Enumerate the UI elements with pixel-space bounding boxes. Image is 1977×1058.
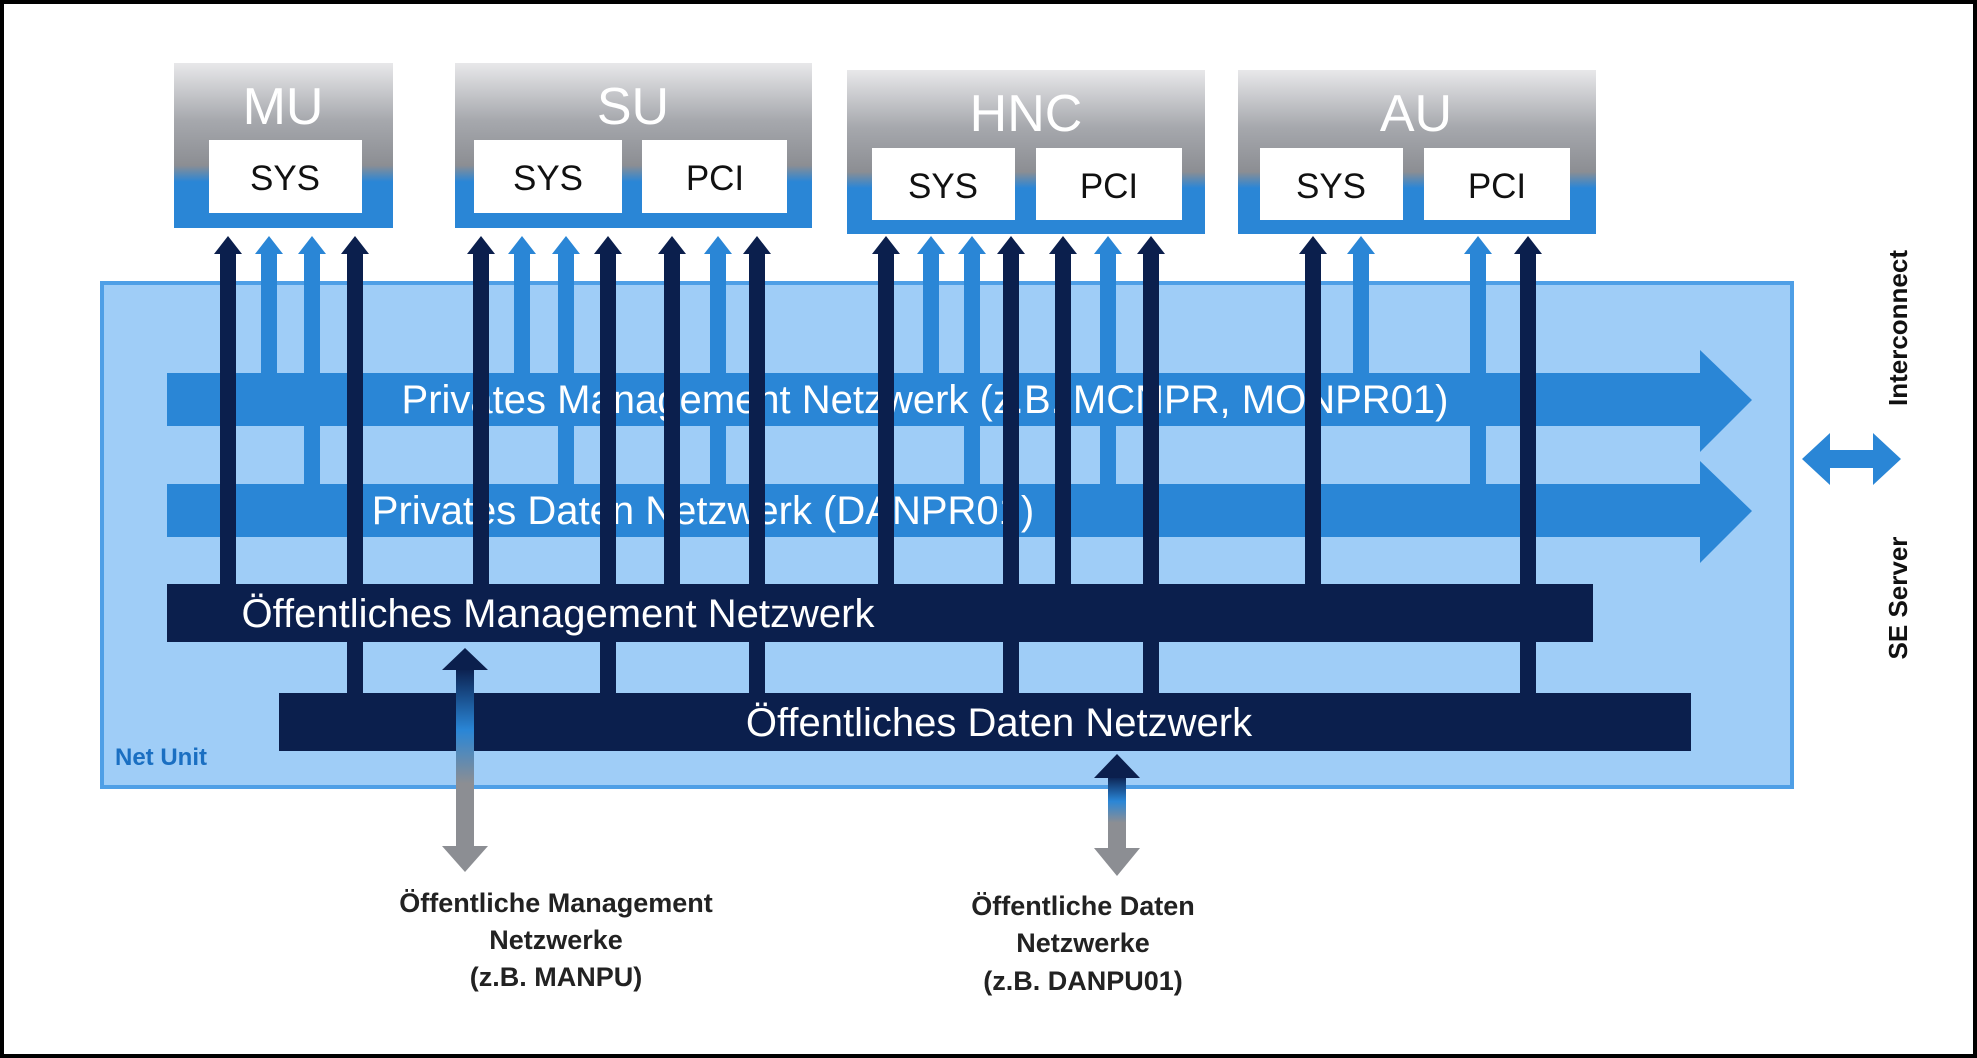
au-sys-box (1260, 148, 1403, 220)
public-management-band: Öffentliches Management Netzwerk (167, 584, 1593, 642)
unit-hnc-title: HNC (970, 85, 1083, 143)
unit-group: MU SU HNC AU SYS SYS PCI SYS PCI SYS PCI (174, 63, 1596, 234)
public-management-label: Öffentliches Management Netzwerk (242, 592, 876, 636)
au-pci-box (1424, 148, 1570, 220)
public-data-band: Öffentliches Daten Netzwerk (279, 693, 1691, 751)
private-management-label: Privates Management Netzwerk (z.B. MCNPR… (402, 378, 1449, 422)
hnc-pci-label: PCI (1080, 167, 1138, 206)
ext-management-line2: Netzwerke (489, 925, 623, 955)
ext-management-line3: (z.B. MANPU) (470, 962, 642, 992)
su-sys-box (474, 140, 622, 213)
unit-au-title: AU (1380, 85, 1452, 143)
hnc-sys-label: SYS (908, 167, 978, 206)
mu-sys-label: SYS (250, 159, 320, 198)
net-unit-label: Net Unit (115, 744, 207, 771)
ext-data-line3: (z.B. DANPU01) (983, 966, 1183, 996)
public-data-label: Öffentliches Daten Netzwerk (746, 701, 1253, 745)
external-data-arrow (1094, 754, 1140, 876)
ext-management-line1: Öffentliche Management (399, 888, 713, 918)
hnc-sys-box (872, 148, 1015, 220)
su-pci-box (642, 140, 787, 213)
mu-sys-box (209, 140, 362, 213)
au-sys-label: SYS (1296, 167, 1366, 206)
hnc-pci-box (1036, 148, 1182, 220)
private-data-label: Privates Daten Netzwerk (DANPR01) (372, 489, 1034, 533)
public-connection-lines (214, 236, 1542, 693)
private-management-band: Privates Management Netzwerk (z.B. MCNPR… (167, 350, 1752, 452)
au-pci-label: PCI (1468, 167, 1526, 206)
ext-data-line1: Öffentliche Daten (971, 891, 1195, 921)
interconnect-label: Interconnect (1883, 250, 1913, 406)
interconnect-arrow (1802, 433, 1901, 485)
unit-su-title: SU (597, 78, 669, 136)
unit-mu-title: MU (243, 78, 324, 136)
external-management-arrow (442, 648, 488, 872)
su-sys-label: SYS (513, 159, 583, 198)
su-pci-label: PCI (686, 159, 744, 198)
ext-data-line2: Netzwerke (1016, 928, 1150, 958)
se-server-label: SE Server (1883, 537, 1913, 660)
